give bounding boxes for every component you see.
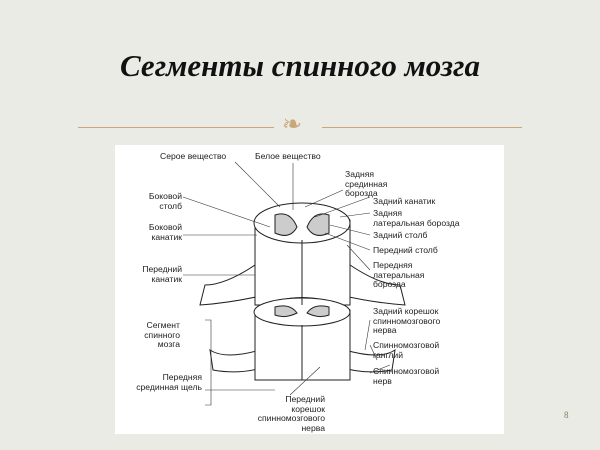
label-anterior-root: Передний корешок спинномозгового нерва xyxy=(257,394,325,433)
upper-gray-matter xyxy=(274,213,330,236)
slide-title: Сегменты спинного мозга xyxy=(120,48,480,83)
leader-lines xyxy=(182,161,391,406)
label-gray-matter: Серое вещество xyxy=(160,151,227,161)
label-lateral-funiculus: Боковой канатик xyxy=(148,222,182,242)
label-posterior-horn: Задний столб xyxy=(373,230,428,240)
label-posterior-root: Задний корешок спинномозгового нерва xyxy=(373,306,441,335)
label-spinal-nerve: Спинномозговой нерв xyxy=(373,366,440,386)
divider-left xyxy=(78,127,274,128)
label-anterior-funiculus: Передний канатик xyxy=(142,264,182,284)
label-lateral-horn: Боковой столб xyxy=(148,191,182,211)
right-upper-nerve xyxy=(339,264,406,306)
label-anterior-median-fissure: Передняя срединная щель xyxy=(136,372,202,392)
label-posterior-median-sulcus: Задняя срединная борозда xyxy=(345,169,388,198)
spinal-cord-diagram: Серое вещество Белое вещество Задняя сре… xyxy=(115,145,504,434)
divider-right xyxy=(322,127,522,128)
left-lower-nerve xyxy=(209,348,266,373)
label-white-matter: Белое вещество xyxy=(255,151,321,161)
label-posterior-funiculus: Задний канатик xyxy=(373,196,436,206)
right-lower-nerve xyxy=(339,348,396,373)
label-segment: Сегмент спинного мозга xyxy=(144,320,180,349)
label-posterior-lateral-sulcus: Задняя латеральная борозда xyxy=(373,208,460,228)
label-spinal-ganglion: Спинномозговой ганглий xyxy=(373,340,440,360)
lower-gray-matter xyxy=(274,305,330,318)
diagram-drawing xyxy=(182,161,406,406)
page-number: 8 xyxy=(564,410,569,420)
label-anterior-lateral-sulcus: Передняя латеральная борозда xyxy=(373,260,425,289)
ornament-icon: ❧ xyxy=(282,110,303,138)
label-anterior-horn: Передний столб xyxy=(373,245,438,255)
